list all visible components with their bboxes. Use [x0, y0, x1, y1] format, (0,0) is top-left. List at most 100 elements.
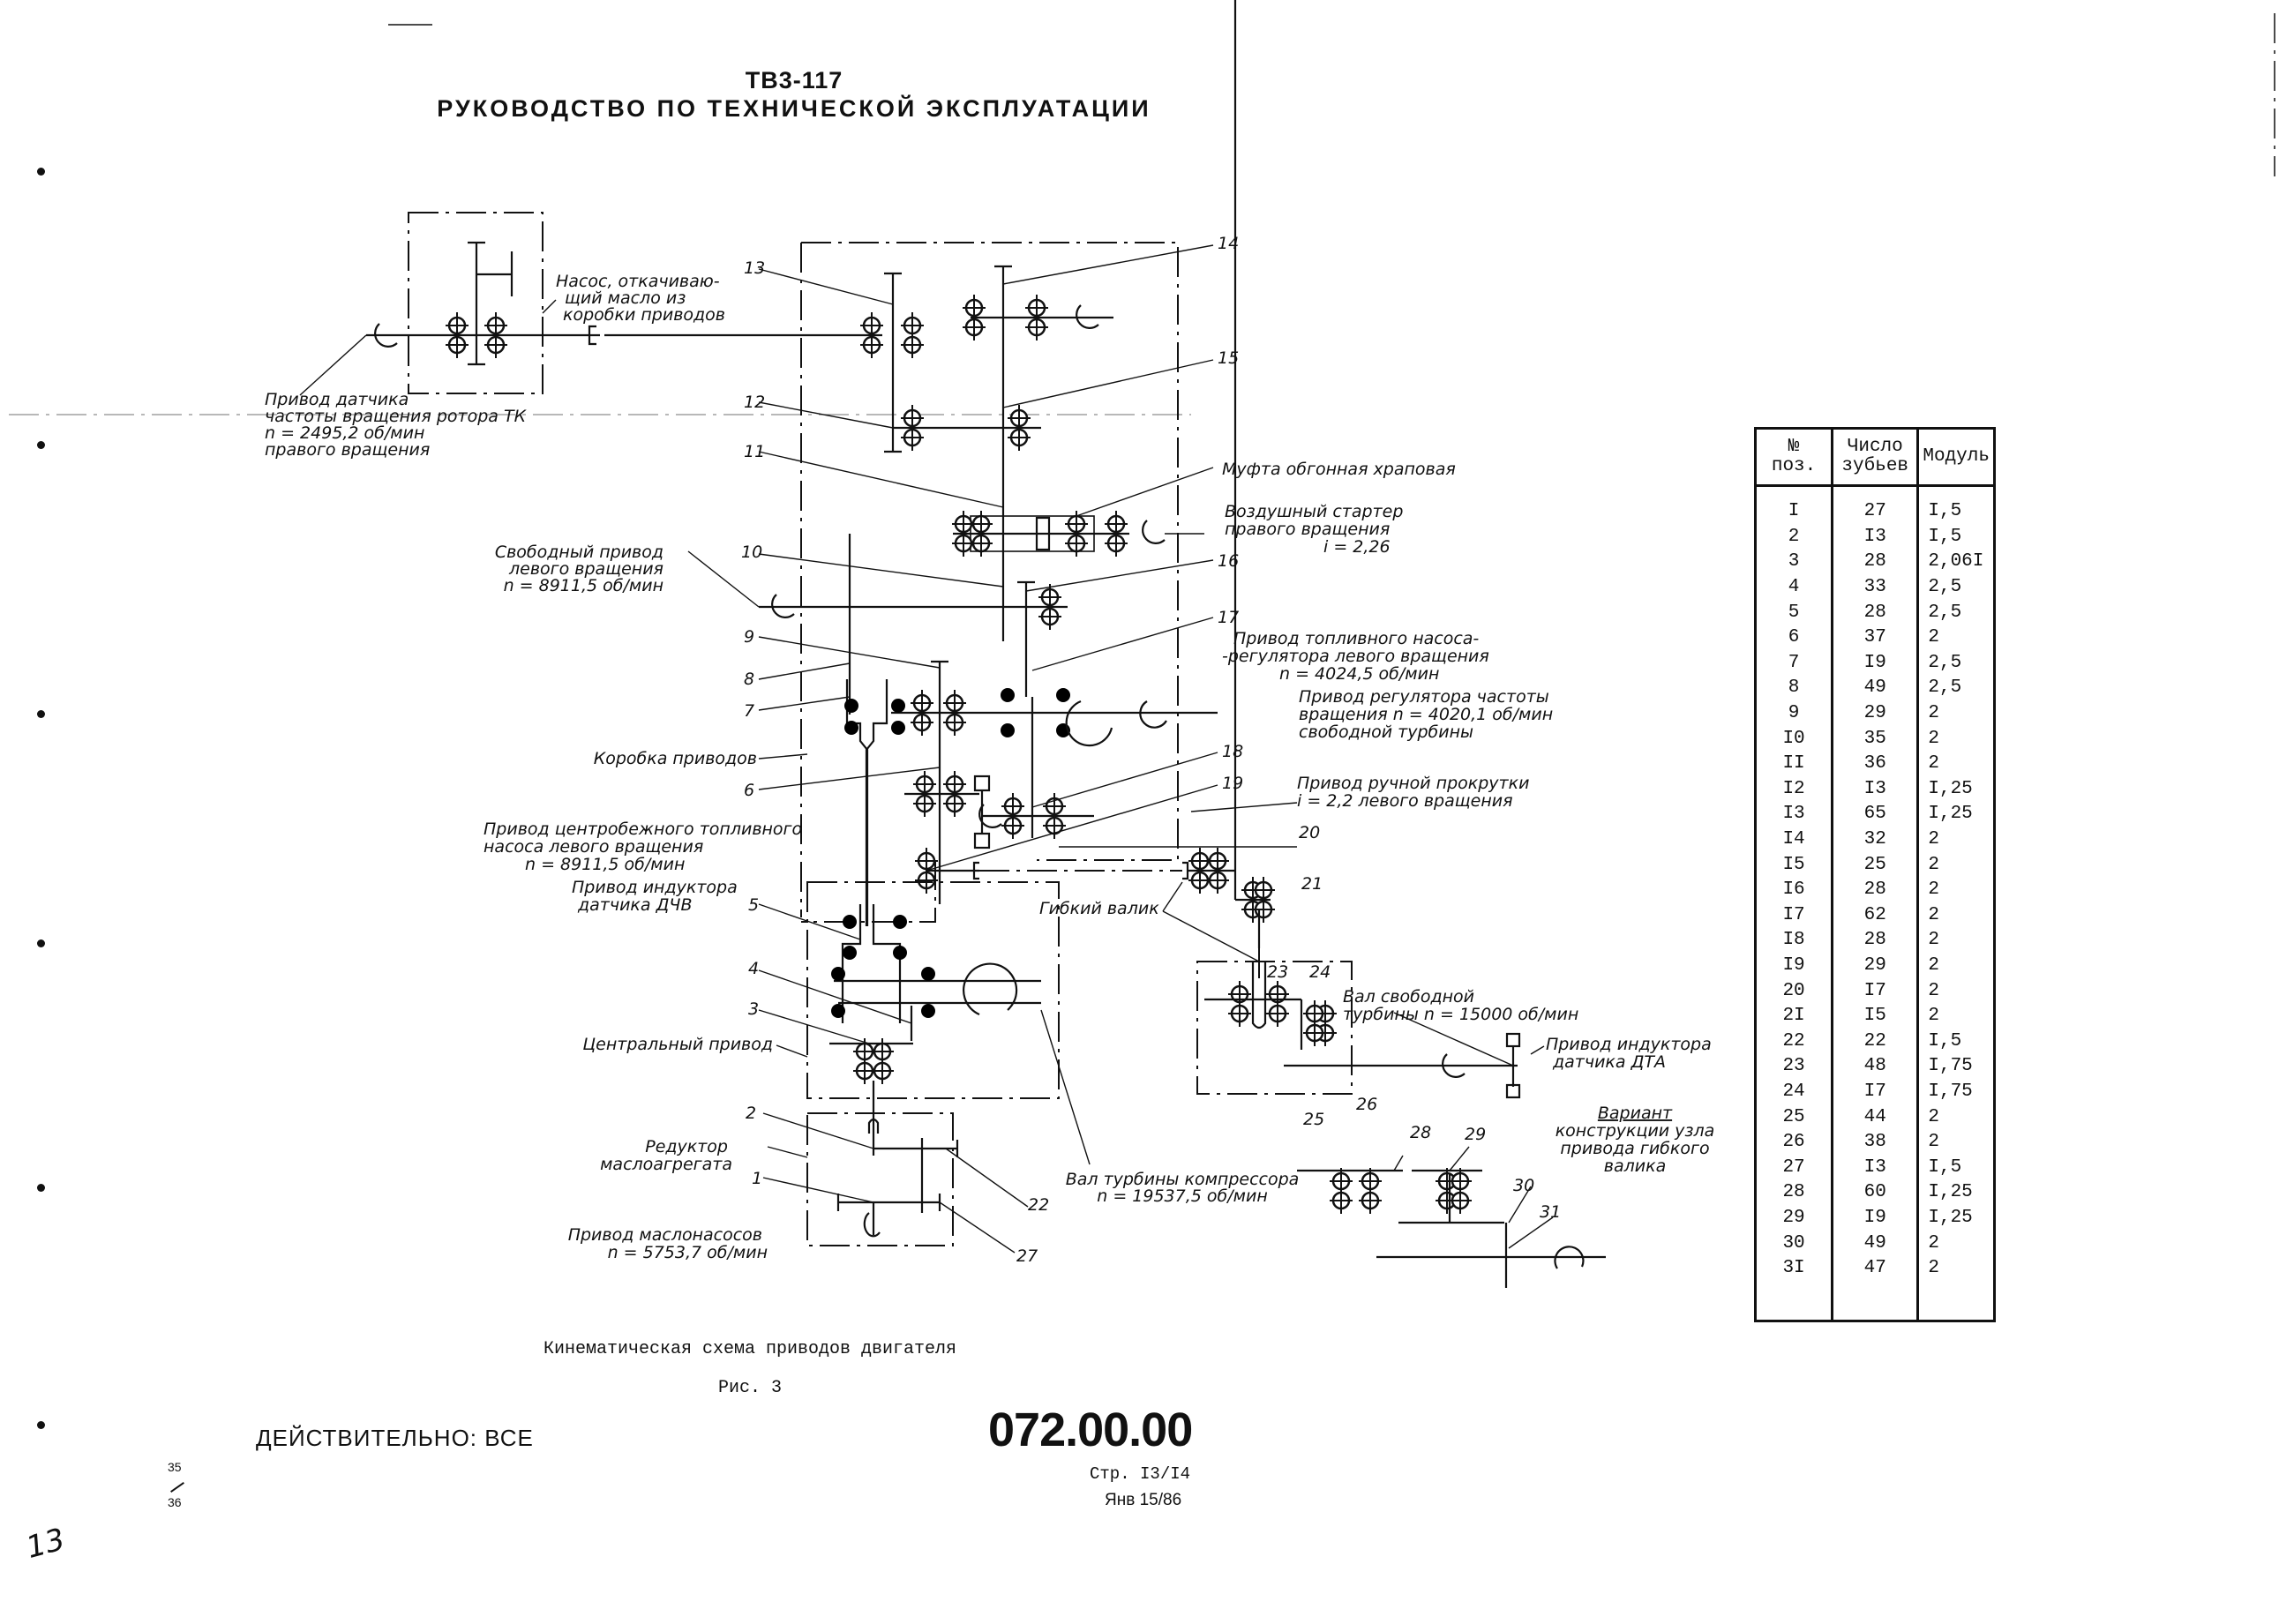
position-number: 11: [744, 442, 765, 461]
svg-text:Привод топливного насоса-: Привод топливного насоса-: [1233, 629, 1479, 648]
cell-module: 2: [1916, 978, 1996, 1004]
cell-module: 2: [1916, 1129, 1996, 1156]
cell-teeth: 28: [1831, 877, 1920, 903]
svg-text:Привод маслонасосов: Привод маслонасосов: [568, 1225, 762, 1245]
cell-position: I7: [1753, 902, 1834, 929]
position-number: 28: [1410, 1123, 1431, 1142]
cell-position: 24: [1753, 1079, 1834, 1105]
svg-text:правого вращения: правого вращения: [265, 440, 430, 460]
callout-speed-regulator: Привод регулятора частоты вращения n = 4…: [1299, 687, 1553, 742]
svg-text:i = 2,2 левого вращения: i = 2,2 левого вращения: [1297, 791, 1513, 811]
document-number: 072.00.00: [988, 1403, 1193, 1456]
position-number: 22: [1028, 1195, 1049, 1215]
cell-position: 27: [1753, 1155, 1834, 1181]
svg-text:n = 8911,5 об/мин: n = 8911,5 об/мин: [504, 576, 663, 595]
cell-position: 3I: [1753, 1255, 1834, 1282]
position-number: 8: [744, 670, 754, 689]
punch-hole-mark: [37, 710, 45, 718]
svg-text:Насос, откачиваю-: Насос, откачиваю-: [556, 272, 720, 291]
svg-text:привода гибкого: привода гибкого: [1560, 1139, 1709, 1158]
position-number: 29: [1465, 1125, 1486, 1144]
callout-compressor-shaft: Вал турбины компрессора n = 19537,5 об/м…: [1066, 1170, 1300, 1206]
callout-ratchet-clutch: Муфта обгонная храповая: [1222, 460, 1456, 479]
svg-text:Вал турбины компрессора: Вал турбины компрессора: [1066, 1170, 1300, 1189]
callout-fuel-regulator: Привод топливного насоса- -регулятора ле…: [1222, 629, 1489, 684]
cell-module: I,75: [1916, 1054, 1996, 1080]
cell-teeth: 27: [1831, 499, 1920, 525]
cell-teeth: 49: [1831, 676, 1920, 701]
cell-teeth: 62: [1831, 902, 1920, 929]
svg-text:вращения n = 4020,1 об/мин: вращения n = 4020,1 об/мин: [1299, 705, 1553, 724]
cell-teeth: I3: [1831, 776, 1920, 803]
svg-text:маслоагрегата: маслоагрегата: [600, 1155, 732, 1174]
revision-date: Янв 15/86: [1105, 1491, 1182, 1509]
cell-teeth: I3: [1831, 524, 1920, 550]
gearbox-housing: [801, 242, 1179, 861]
cell-position: 9: [1753, 700, 1834, 727]
svg-text:Привод центробежного топливног: Привод центробежного топливного: [484, 819, 802, 839]
position-number: 26: [1356, 1095, 1377, 1114]
cell-position: I2: [1753, 776, 1834, 803]
cell-module: 2,06I: [1916, 550, 1996, 575]
cell-teeth: 29: [1831, 953, 1920, 979]
callout-air-starter: Воздушный стартер правого вращения i = 2…: [1225, 502, 1403, 557]
callout-manual-crank: Привод ручной прокрутки i = 2,2 левого в…: [1297, 774, 1529, 811]
svg-text:конструкции узла: конструкции узла: [1556, 1121, 1715, 1141]
cell-teeth: 49: [1831, 1231, 1920, 1256]
callout-dta-inductor: Привод индуктора датчика ДТА: [1546, 1035, 1712, 1072]
cell-teeth: I5: [1831, 1003, 1920, 1029]
cell-position: 25: [1753, 1104, 1834, 1130]
ratchet-clutch-icon: [1035, 516, 1051, 551]
cell-module: I,25: [1916, 802, 1996, 827]
rotation-arrow-icon: [374, 323, 398, 348]
position-number: 9: [744, 627, 754, 647]
cell-module: 2,5: [1916, 676, 1996, 701]
svg-text:Привод индуктора: Привод индуктора: [1546, 1035, 1712, 1054]
position-number: 7: [744, 701, 754, 721]
position-number: 24: [1309, 962, 1331, 982]
svg-text:щий масло из: щий масло из: [565, 288, 686, 308]
cell-teeth: 44: [1831, 1104, 1920, 1130]
position-number: 10: [741, 543, 762, 562]
cell-position: 29: [1753, 1205, 1834, 1231]
validity-note: ДЕЙСТВИТЕЛЬНО: ВСЕ: [256, 1425, 534, 1451]
position-number: 1: [752, 1169, 762, 1188]
position-number: 14: [1218, 234, 1239, 253]
svg-text:датчика ДТА: датчика ДТА: [1552, 1052, 1666, 1072]
svg-text:n = 19537,5 об/мин: n = 19537,5 об/мин: [1097, 1186, 1268, 1206]
callout-flexible-shaft: Гибкий валик: [1039, 899, 1159, 918]
position-number: 20: [1299, 823, 1320, 842]
cell-position: 5: [1753, 600, 1834, 625]
callout-free-turbine-shaft: Вал свободной турбины n = 15000 об/мин: [1343, 987, 1578, 1024]
position-number: 12: [744, 393, 765, 412]
manual-model: ТВ3-117: [745, 67, 843, 94]
punch-hole-mark: [37, 1421, 45, 1429]
svg-text:n = 2495,2 об/мин: n = 2495,2 об/мин: [265, 423, 424, 443]
cell-position: 7: [1753, 650, 1834, 677]
cell-teeth: 25: [1831, 852, 1920, 878]
cell-module: I,5: [1916, 499, 1996, 525]
position-number: 3: [748, 999, 759, 1019]
cell-module: 2: [1916, 700, 1996, 727]
cell-teeth: 22: [1831, 1029, 1920, 1055]
svg-text:n = 4024,5 об/мин: n = 4024,5 об/мин: [1279, 664, 1439, 684]
cell-teeth: I7: [1831, 978, 1920, 1004]
sheet-number-top: 35: [168, 1460, 182, 1474]
callout-oil-reducer: Редуктор маслоагрегата: [600, 1137, 732, 1174]
svg-text:n = 8911,5 об/мин: n = 8911,5 об/мин: [525, 855, 685, 874]
flex-drive-housing: [1196, 961, 1353, 1095]
cell-teeth: 36: [1831, 751, 1920, 777]
